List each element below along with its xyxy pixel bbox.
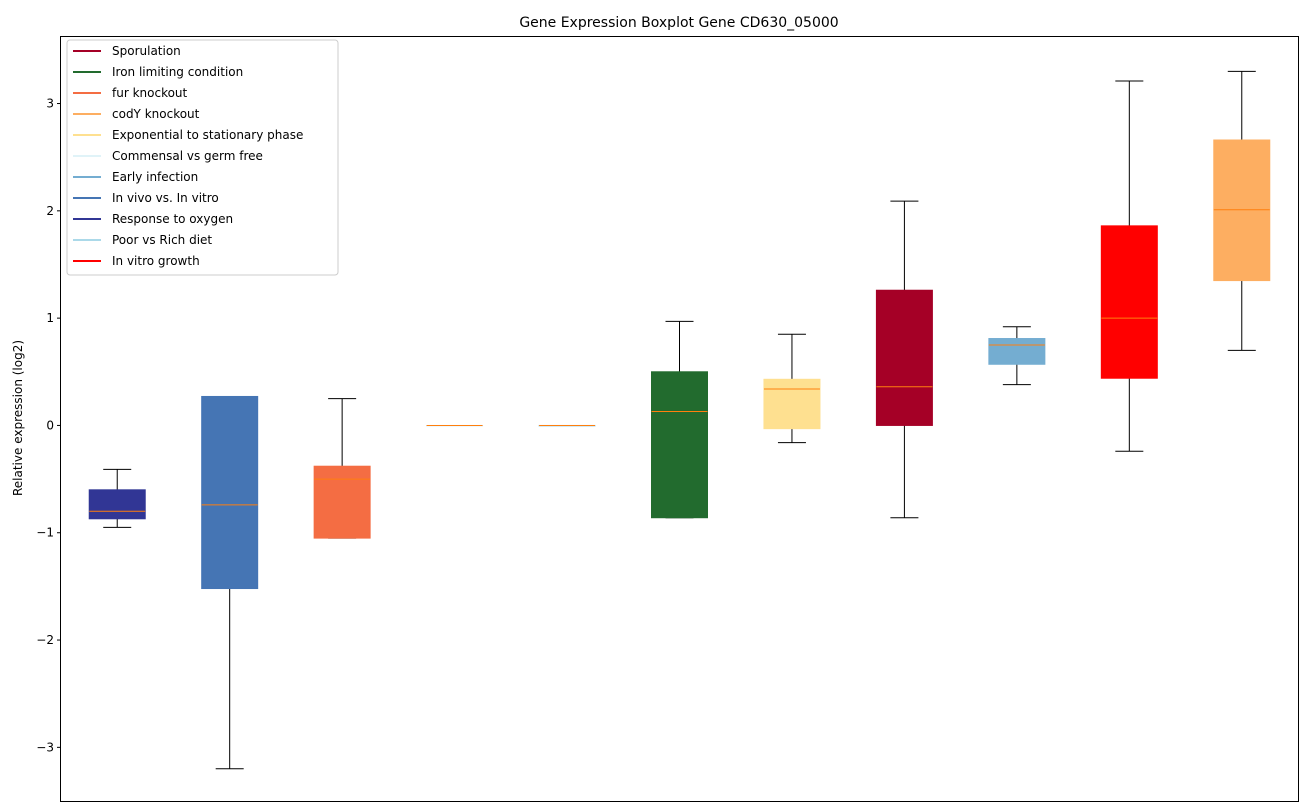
legend-label: fur knockout: [112, 86, 188, 100]
plot-frame: [60, 36, 1299, 802]
legend-label: Iron limiting condition: [112, 65, 243, 79]
legend-label: Exponential to stationary phase: [112, 128, 303, 142]
legend-entry: Iron limiting condition: [73, 65, 243, 79]
box-body: [763, 378, 821, 430]
legend-entry: Exponential to stationary phase: [73, 128, 303, 142]
legend-entry: Commensal vs germ free: [73, 149, 263, 163]
box-2: [201, 395, 259, 770]
legend-entry: Early infection: [73, 170, 198, 184]
box-7: [763, 333, 821, 444]
legend-label: Sporulation: [112, 44, 181, 58]
legend-entry: Sporulation: [73, 44, 181, 58]
box-3: [313, 398, 371, 539]
box-10: [1100, 80, 1158, 452]
y-tick-label: −3: [36, 740, 54, 754]
y-tick-label: 0: [46, 418, 54, 432]
legend-entry: In vivo vs. In vitro: [73, 191, 219, 205]
legend-entry: codY knockout: [73, 107, 200, 121]
box-11: [1213, 70, 1271, 351]
legend-entry: fur knockout: [73, 86, 188, 100]
box-body: [1100, 225, 1158, 379]
box-body: [1213, 139, 1271, 282]
box-5: [538, 424, 596, 427]
box-1: [88, 468, 146, 528]
legend-label: Early infection: [112, 170, 198, 184]
box-6: [651, 320, 708, 519]
box-9: [988, 326, 1046, 386]
y-tick-label: −2: [36, 633, 54, 647]
box-body: [88, 489, 146, 520]
legend-label: In vivo vs. In vitro: [112, 191, 219, 205]
legend-label: In vitro growth: [112, 254, 200, 268]
legend-label: Response to oxygen: [112, 212, 233, 226]
legend-entry: In vitro growth: [73, 254, 200, 268]
legend-frame: [66, 39, 339, 276]
boxes-layer: [88, 70, 1271, 770]
y-axis: −3 −2 −1 0 1 2 3: [36, 97, 61, 754]
box-8: [875, 200, 933, 519]
box-body: [201, 395, 259, 590]
legend-entry: Poor vs Rich diet: [73, 233, 212, 247]
legend-entry: Response to oxygen: [73, 212, 233, 226]
chart-title: Gene Expression Boxplot Gene CD630_05000: [519, 15, 838, 31]
box-4: [426, 424, 484, 427]
y-axis-label: Relative expression (log2): [11, 340, 25, 496]
y-tick-label: 3: [46, 97, 54, 111]
y-tick-label: 2: [46, 204, 54, 218]
box-body: [651, 371, 708, 519]
box-body: [313, 465, 371, 539]
y-tick-label: −1: [36, 526, 54, 540]
y-tick-label: 1: [46, 311, 54, 325]
legend-label: Commensal vs germ free: [112, 149, 263, 163]
legend-label: codY knockout: [112, 107, 200, 121]
legend-label: Poor vs Rich diet: [112, 233, 212, 247]
box-body: [988, 338, 1046, 365]
box-body: [875, 289, 933, 426]
